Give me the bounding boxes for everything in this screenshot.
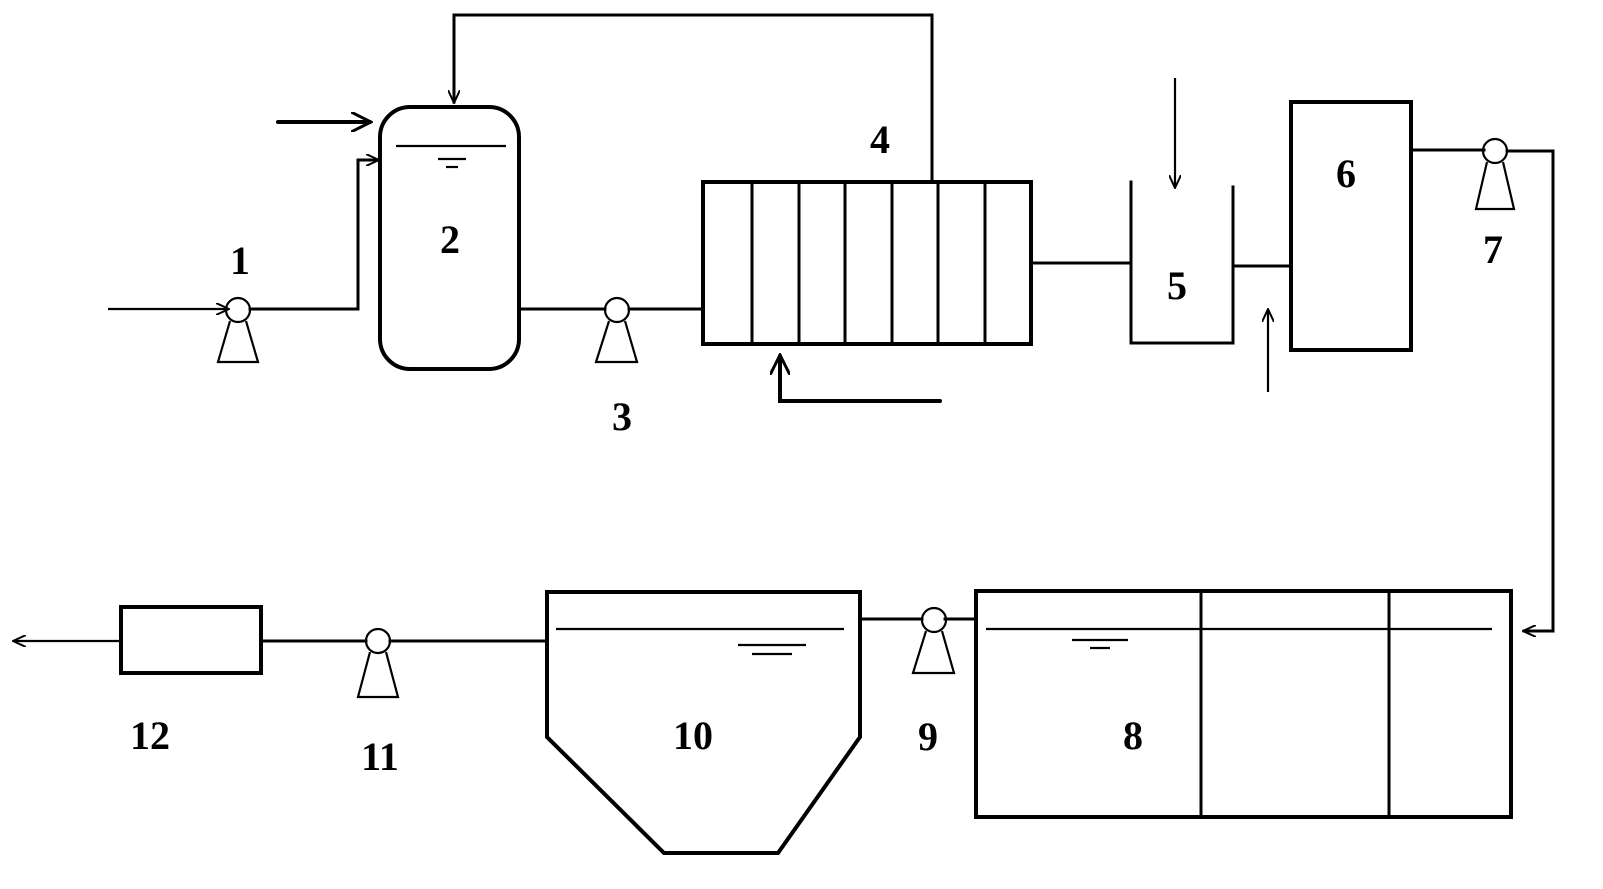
- label-7: 7: [1483, 227, 1503, 272]
- label-9: 9: [918, 714, 938, 759]
- air-input-reactor4: [780, 356, 942, 403]
- label-12: 12: [130, 713, 170, 758]
- label-2: 2: [440, 217, 460, 262]
- pump-11: [356, 627, 400, 699]
- label-8: 8: [1123, 713, 1143, 758]
- unit-6: [1289, 100, 1413, 352]
- label-4: 4: [870, 117, 890, 162]
- recycle-pipe-4-to-2: [454, 13, 934, 184]
- tank-2: [378, 105, 521, 371]
- label-10: 10: [673, 713, 713, 758]
- pipe-pump1-tank2: [248, 160, 378, 311]
- label-1: 1: [230, 238, 250, 283]
- label-5: 5: [1167, 263, 1187, 308]
- tank-8: [974, 589, 1513, 819]
- label-11: 11: [361, 734, 399, 779]
- label-3: 3: [612, 394, 632, 439]
- reactor-4: [701, 180, 1033, 346]
- unit-12: [119, 605, 263, 675]
- label-6: 6: [1336, 151, 1356, 196]
- pipe-pump7-tank8: [1505, 149, 1555, 631]
- settler-10: [545, 590, 862, 855]
